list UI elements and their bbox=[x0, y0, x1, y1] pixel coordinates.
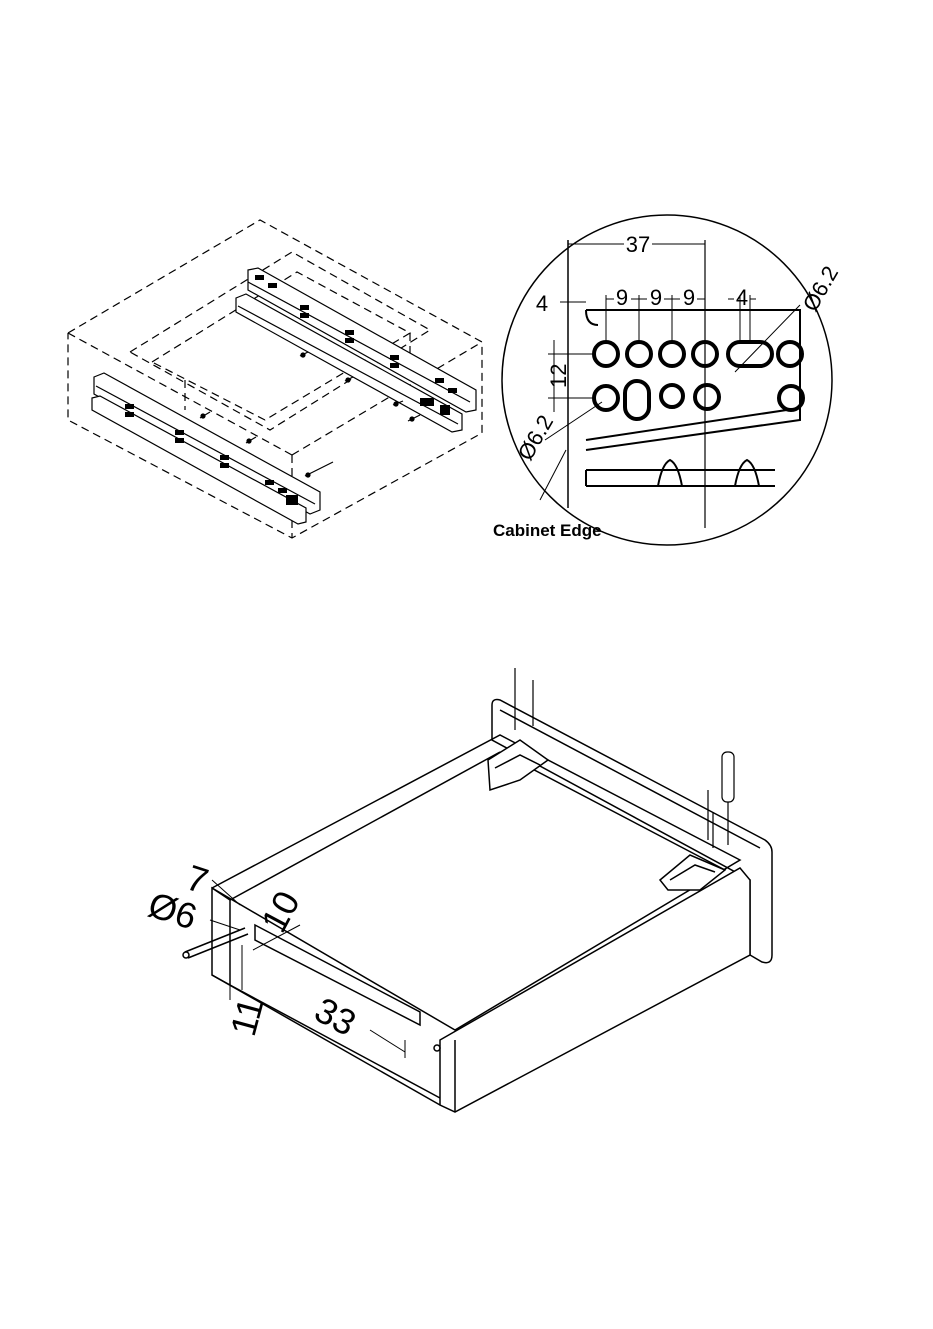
dim-12: 12 bbox=[546, 364, 571, 388]
left-drawer-runner bbox=[92, 373, 320, 524]
dimension-lines bbox=[540, 244, 800, 500]
dim-diameter-left: Ø6.2 bbox=[513, 411, 559, 465]
dim-4-left: 4 bbox=[536, 291, 548, 316]
dim-9-c: 9 bbox=[683, 285, 695, 310]
right-drawer-runner bbox=[236, 268, 476, 432]
screwdriver-icon bbox=[722, 752, 734, 802]
dim-9-b: 9 bbox=[650, 285, 662, 310]
mounting-holes-row-1 bbox=[594, 342, 802, 366]
dim-9-a: 9 bbox=[616, 285, 628, 310]
dim-11: 11 bbox=[222, 993, 271, 1040]
dim-33: 33 bbox=[308, 989, 363, 1044]
cabinet-edge-label: Cabinet Edge bbox=[493, 521, 602, 540]
cabinet-runner-iso-view bbox=[68, 220, 482, 538]
mounting-holes-row-2 bbox=[594, 381, 803, 419]
dim-37: 37 bbox=[626, 232, 650, 257]
dim-4-right: 4 bbox=[736, 285, 748, 310]
